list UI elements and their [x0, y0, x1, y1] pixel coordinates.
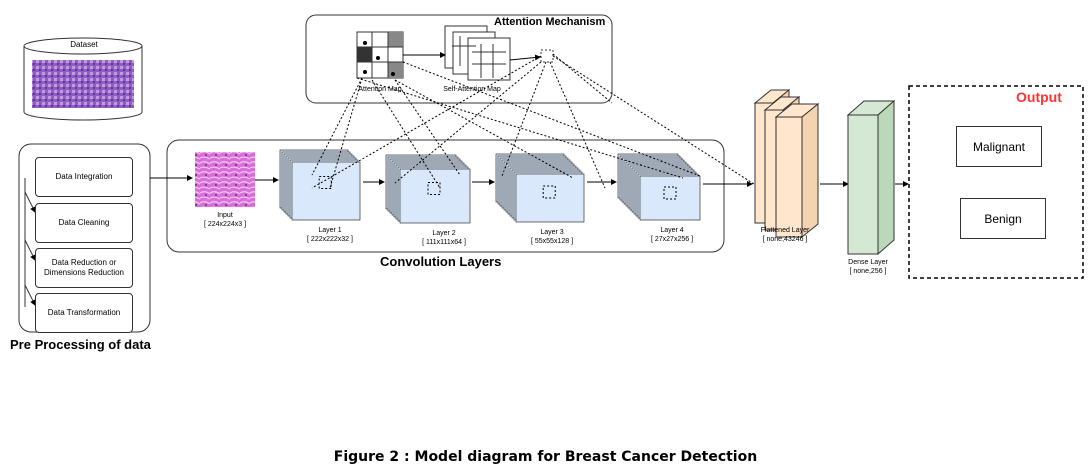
- preprocessing-title: Pre Processing of data: [10, 337, 151, 352]
- layer-4-shape: [ 27x27x256 ]: [650, 236, 694, 243]
- attention-connections: [311, 53, 755, 189]
- output-title: Output: [1016, 89, 1062, 105]
- dense-layer-shape: [ none,256 ]: [849, 268, 887, 275]
- step-data-reduction: Data Reduction or Dimensions Reduction: [35, 248, 133, 288]
- layer-3-shape: [ 55x55x128 ]: [530, 238, 574, 245]
- layer-2-name: Layer 2: [432, 230, 456, 237]
- layer-4-stack: [617, 153, 701, 221]
- attention-title: Attention Mechanism: [494, 16, 606, 28]
- layer-4-name: Layer 4: [660, 227, 684, 234]
- flattened-layer-shape: [ none,43246 ]: [762, 236, 808, 243]
- figure-caption: Figure 2 : Model diagram for Breast Canc…: [333, 449, 758, 465]
- dataset-image: [32, 60, 134, 108]
- layer-2-shape: [ 111x111x64 ]: [422, 239, 466, 246]
- self-attention-map-label: Self-Attention Map: [443, 86, 501, 93]
- layer-1-shape: [ 222x222x32 ]: [307, 236, 353, 243]
- layer-3-name: Layer 3: [540, 229, 564, 236]
- layer-1-stack: [279, 149, 361, 221]
- attention-map-label: Attention Map: [358, 86, 402, 93]
- step-data-integration: Data Integration: [35, 157, 133, 197]
- dataset-cylinder: [23, 37, 143, 121]
- input-name: Input: [217, 212, 233, 219]
- layer-1-name: Layer 1: [318, 227, 342, 234]
- convolution-title: Convolution Layers: [380, 254, 502, 269]
- input-shape: [ 224x224x3 ]: [203, 221, 247, 228]
- flattened-layer-name: Flattened Layer: [760, 227, 810, 234]
- class-benign: Benign: [960, 198, 1046, 239]
- flattened-layer-blocks: [753, 88, 820, 239]
- output-box: [908, 85, 1084, 279]
- dataset-label: Dataset: [70, 40, 98, 49]
- layer-3-stack: [495, 153, 585, 223]
- dense-layer-block: [846, 99, 896, 256]
- step-data-transformation: Data Transformation: [35, 293, 133, 333]
- step-data-cleaning: Data Cleaning: [35, 203, 133, 243]
- attention-map-grid: [356, 31, 404, 79]
- self-attention-map: [444, 25, 511, 81]
- layer-2-stack: [385, 154, 471, 224]
- input-image: [195, 152, 255, 207]
- dense-layer-name: Dense Layer: [848, 259, 888, 266]
- class-malignant: Malignant: [956, 126, 1042, 167]
